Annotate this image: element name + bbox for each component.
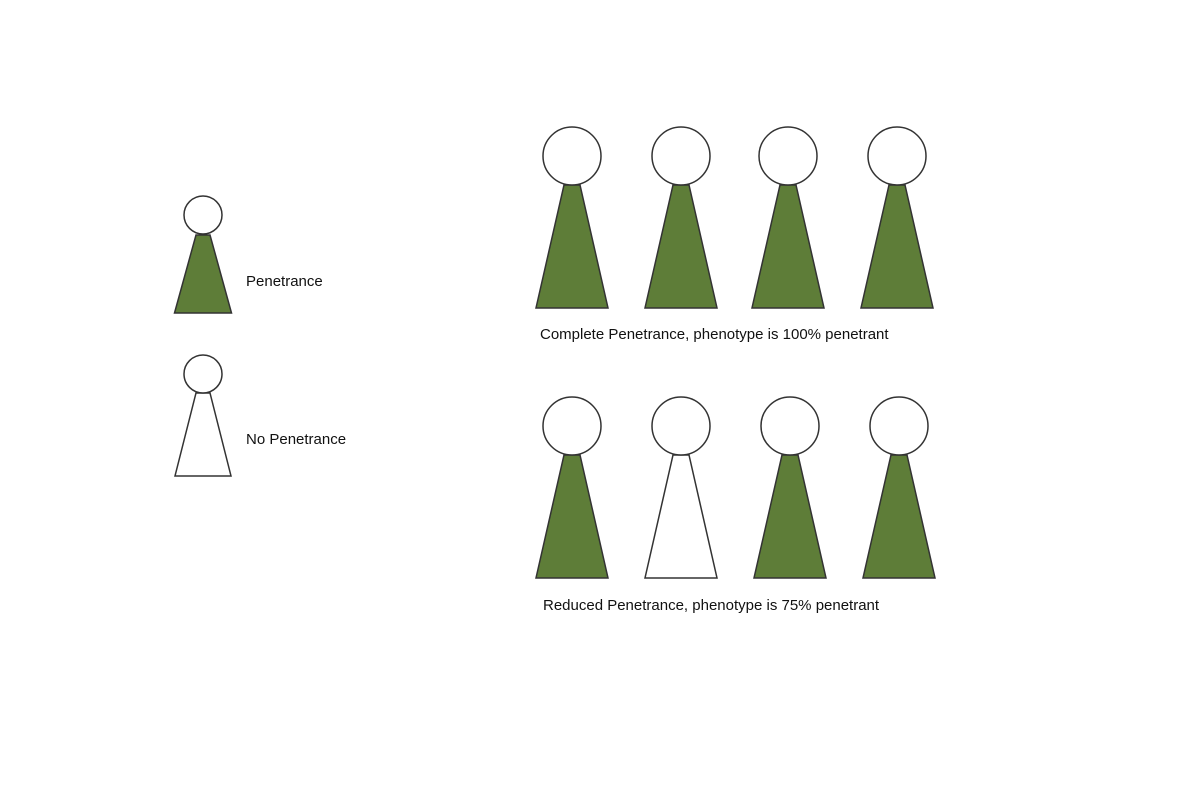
row-1-figure-4 xyxy=(860,126,934,309)
legend-figure-no-penetrance xyxy=(174,354,232,477)
row-2-figure-3 xyxy=(753,396,827,579)
row-2-figure-4 xyxy=(862,396,936,579)
figure-head xyxy=(760,396,820,456)
penetrant-body xyxy=(535,454,609,579)
penetrant-body xyxy=(860,184,934,309)
figure-head xyxy=(651,126,711,186)
figure-head xyxy=(542,396,602,456)
figure-head xyxy=(651,396,711,456)
penetrant-body xyxy=(173,234,233,314)
row-1-figure-2 xyxy=(644,126,718,309)
legend-label-no-penetrance: No Penetrance xyxy=(246,431,347,448)
penetrant-body xyxy=(862,454,936,579)
caption-complete-penetrance: Complete Penetrance, phenotype is 100% p… xyxy=(540,326,889,343)
legend-label-penetrance: Penetrance xyxy=(246,273,323,290)
row-2-figure-2 xyxy=(644,396,718,579)
penetrant-body xyxy=(644,184,718,309)
figure-head xyxy=(542,126,602,186)
figure-head xyxy=(183,195,223,235)
figure-head xyxy=(183,354,223,394)
caption-reduced-penetrance: Reduced Penetrance, phenotype is 75% pen… xyxy=(543,597,880,614)
figure-head xyxy=(758,126,818,186)
legend-figure-penetrance xyxy=(173,195,233,314)
penetrant-body xyxy=(535,184,609,309)
non-penetrant-body xyxy=(174,392,232,477)
figure-head xyxy=(869,396,929,456)
non-penetrant-body xyxy=(644,454,718,579)
penetrant-body xyxy=(753,454,827,579)
row-1-figure-1 xyxy=(535,126,609,309)
row-1-figure-3 xyxy=(751,126,825,309)
row-2-figure-1 xyxy=(535,396,609,579)
penetrant-body xyxy=(751,184,825,309)
figure-head xyxy=(867,126,927,186)
